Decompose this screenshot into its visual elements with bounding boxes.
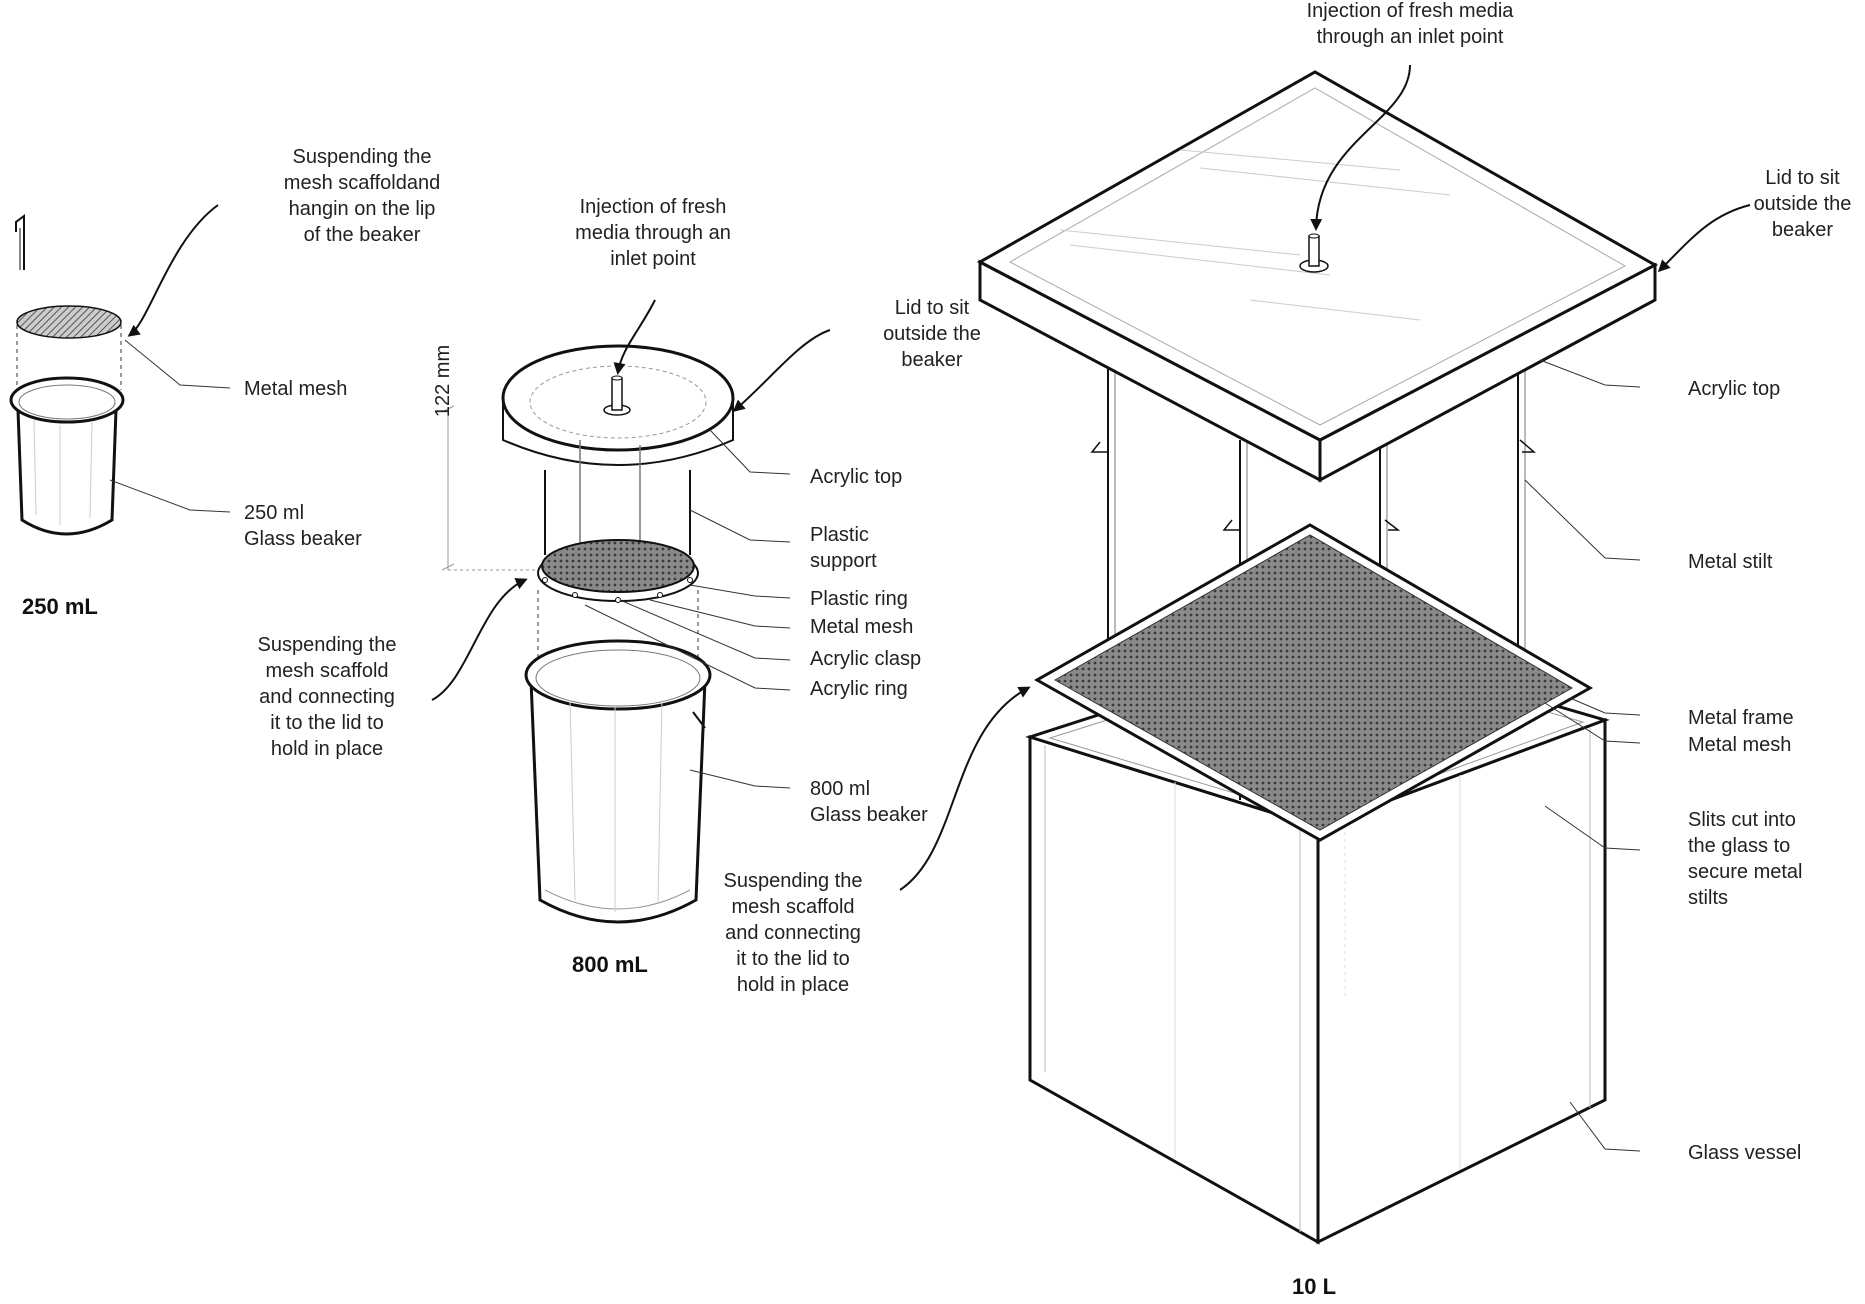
dimension-122 (441, 405, 535, 571)
callout-arrows (127, 64, 1751, 891)
beaker-rim-250 (9, 376, 125, 424)
label-plastic-ring-800: Plastic ring (810, 588, 908, 610)
beaker-rim-800 (524, 639, 712, 711)
hook-250 (15, 214, 25, 270)
label-glass-beaker-800: 800 ml Glass beaker (810, 778, 928, 826)
leader-lines (109, 339, 1641, 1152)
title-800: 800 mL (572, 952, 648, 977)
label-metal-frame-10l: Metal frame (1688, 707, 1794, 729)
label-metal-mesh-10l: Metal mesh (1688, 734, 1792, 756)
callout-injection-10l: Injection of fresh media through an inle… (1306, 0, 1514, 48)
inlet-10l (1308, 235, 1320, 267)
vessel-10l-group (976, 70, 1659, 1245)
label-acrylic-clasp-800: Acrylic clasp (810, 648, 922, 670)
beaker-250-group (9, 214, 125, 536)
lid-10l (976, 70, 1659, 483)
title-10l: 10 L (1292, 1274, 1337, 1299)
label-acrylic-top-800: Acrylic top (810, 466, 903, 488)
callout-injection-800: Injection of fresh media through an inle… (575, 196, 731, 270)
label-metal-mesh-250: Metal mesh (244, 378, 348, 400)
metal-mesh-10l (1053, 534, 1574, 831)
callout-suspend-10l: Suspending the mesh scaffold and connect… (723, 870, 863, 996)
callout-lid-10l: Lid to sit outside the beaker (1753, 167, 1852, 241)
label-glass-vessel-10l: Glass vessel (1688, 1142, 1802, 1164)
label-metal-stilt-10l: Metal stilt (1688, 551, 1773, 573)
callout-lid-800: Lid to sit outside the beaker (883, 297, 981, 371)
mesh-disc-250 (16, 305, 122, 339)
label-acrylic-top-10l: Acrylic top (1688, 378, 1781, 400)
label-slits-10l: Slits cut into the glass to secure metal… (1688, 809, 1803, 909)
dimension-label-800: 122 mm (432, 344, 454, 418)
label-acrylic-ring-800: Acrylic ring (810, 678, 908, 700)
inlet-800 (611, 377, 623, 411)
title-250: 250 mL (22, 594, 98, 619)
beaker-800-group (441, 344, 735, 924)
callout-suspend-250: Suspending the mesh scaffoldand hangin o… (283, 146, 441, 246)
label-metal-mesh-800: Metal mesh (810, 616, 914, 638)
beaker-body-250 (16, 409, 118, 536)
beaker-body-800 (529, 679, 707, 924)
label-glass-beaker-250: 250 ml Glass beaker (244, 502, 362, 550)
mesh-disc-800 (541, 539, 695, 593)
callout-suspend-800: Suspending the mesh scaffold and connect… (257, 634, 397, 760)
label-plastic-support-800: Plastic support (810, 524, 877, 572)
